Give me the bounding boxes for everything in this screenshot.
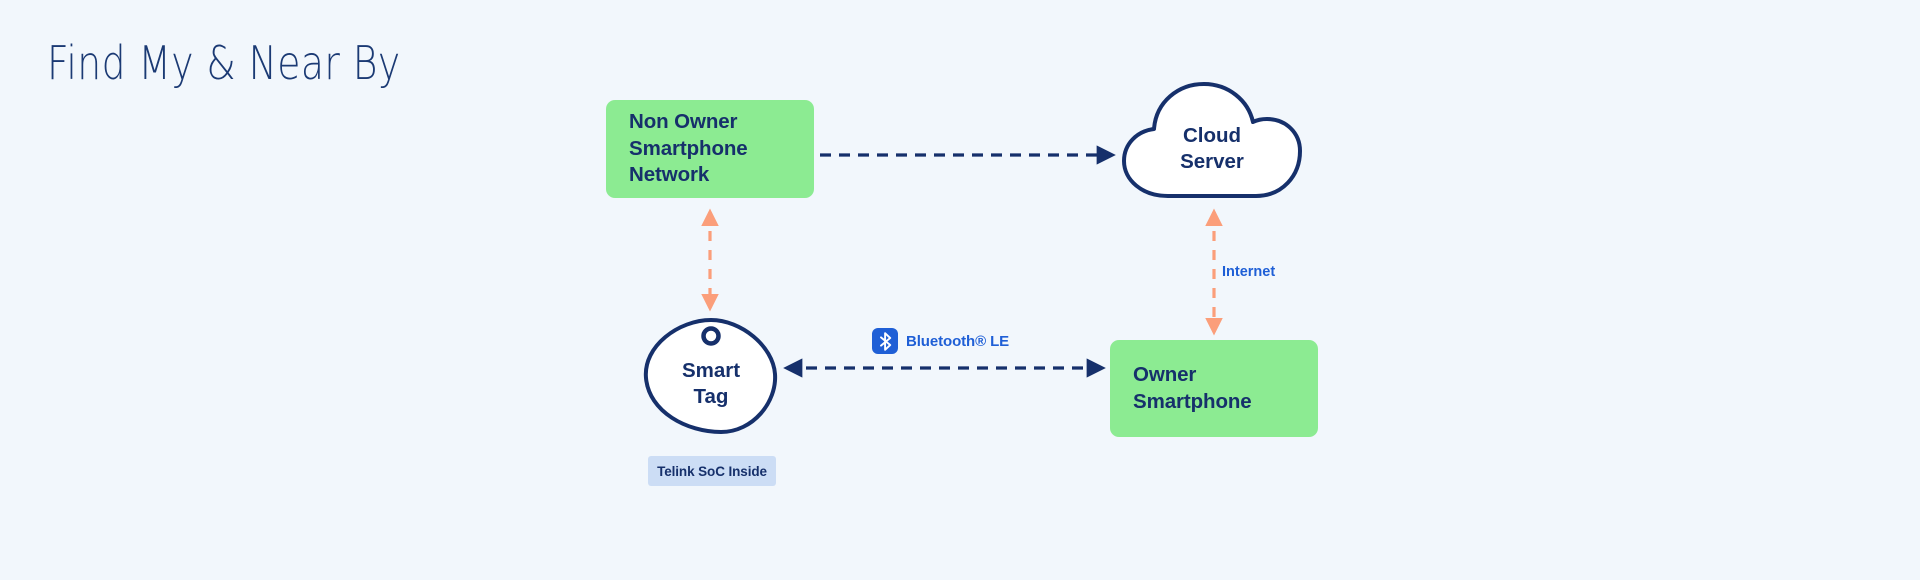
bluetooth-le-connector-label: Bluetooth® LE xyxy=(872,328,1009,354)
node-non-owner-smartphone-network[interactable]: Non Owner Smartphone Network xyxy=(606,100,814,198)
smart-tag-icon xyxy=(643,318,778,434)
node-smart-tag[interactable]: Smart Tag xyxy=(641,316,781,436)
cloud-icon xyxy=(1122,82,1302,198)
smart-tag-hole-icon xyxy=(701,326,721,346)
bluetooth-le-label: Bluetooth® LE xyxy=(906,332,1010,350)
page-title: Find My & Near By xyxy=(47,36,401,90)
node-cloud-server[interactable]: Cloud Server xyxy=(1116,78,1308,202)
node-non-owner-line-1: Non Owner xyxy=(629,110,738,134)
node-owner-smartphone[interactable]: Owner Smartphone xyxy=(1110,340,1318,437)
node-owner-line-1: Owner xyxy=(1133,363,1197,387)
internet-connector-label: Internet xyxy=(1222,264,1276,280)
node-non-owner-line-2: Smartphone xyxy=(629,136,748,160)
bluetooth-icon xyxy=(872,328,898,354)
node-owner-line-2: Smartphone xyxy=(1133,389,1252,413)
node-non-owner-line-3: Network xyxy=(629,163,710,187)
telink-soc-badge: Telink SoC Inside xyxy=(648,456,776,486)
